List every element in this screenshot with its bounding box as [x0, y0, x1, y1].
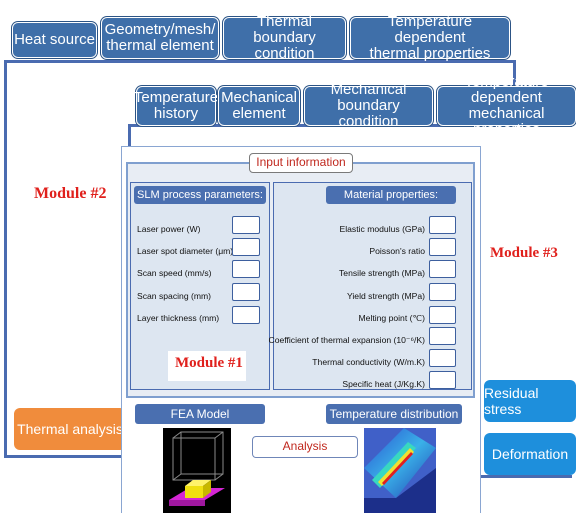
param-yield-strength: Yield strength (MPa) [346, 291, 425, 301]
param-specific-heat: Specific heat (J/Kg.K) [342, 379, 425, 389]
yield-strength-input[interactable] [429, 283, 456, 301]
elastic-modulus-input[interactable] [429, 216, 456, 234]
scan-speed-input[interactable] [232, 260, 260, 278]
analysis-button[interactable]: Analysis [252, 436, 358, 458]
param-elastic-modulus: Elastic modulus (GPa) [339, 224, 426, 234]
tab-thermal-boundary-condition[interactable]: Thermal boundary condition [223, 14, 346, 62]
tab-temperature-dependent-mechanical-properties[interactable]: Temperature dependent mechanical propert… [437, 74, 576, 138]
tab-geometry-mesh-thermal-element[interactable]: Geometry/mesh/ thermal element [101, 17, 219, 59]
module1-label: Module #1 [175, 355, 243, 371]
thermal-analysis-button[interactable]: Thermal analysis [14, 408, 126, 450]
tab-temperature-history[interactable]: Temperature history [134, 86, 218, 126]
param-thermal-conductivity: Thermal conductivity (W/m.K) [312, 357, 425, 367]
param-melting-point: Melting point (℃) [358, 313, 426, 323]
param-thermal-expansion: Coefficient of thermal expansion (10⁻⁶/K… [268, 335, 425, 345]
fea-model-image [163, 428, 231, 513]
laser-spot-diameter-input[interactable] [232, 238, 260, 256]
param-laser-spot-diameter: Laser spot diameter (μm) [137, 246, 234, 256]
melting-point-input[interactable] [429, 306, 456, 324]
material-properties-title: Material properties: [326, 186, 456, 204]
temperature-distribution-image [364, 428, 436, 513]
deformation-button[interactable]: Deformation [484, 433, 576, 475]
module3-label: Module #3 [490, 245, 558, 261]
tab-temperature-dependent-thermal-properties[interactable]: Temperature dependent thermal properties [350, 14, 510, 62]
param-tensile-strength: Tensile strength (MPa) [339, 268, 425, 278]
specific-heat-input[interactable] [429, 371, 456, 389]
param-scan-spacing: Scan spacing (mm) [137, 291, 212, 301]
tensile-strength-input[interactable] [429, 260, 456, 278]
param-laser-power: Laser power (W) [137, 224, 201, 234]
layer-thickness-input[interactable] [232, 306, 260, 324]
module2-label: Module #2 [34, 185, 107, 202]
param-poissons-ratio: Poisson's ratio [369, 246, 425, 256]
tab-mechanical-element[interactable]: Mechanical element [218, 86, 300, 126]
laser-power-input[interactable] [232, 216, 260, 234]
param-scan-speed: Scan speed (mm/s) [137, 268, 212, 278]
residual-stress-button[interactable]: Residual stress [484, 380, 576, 422]
scan-spacing-input[interactable] [232, 283, 260, 301]
poissons-ratio-input[interactable] [429, 238, 456, 256]
temperature-distribution-title[interactable]: Temperature distribution [326, 404, 462, 424]
thermal-conductivity-input[interactable] [429, 349, 456, 367]
module1-label-box [168, 351, 246, 381]
thermal-expansion-input[interactable] [429, 327, 456, 345]
slm-parameters-title: SLM process parameters: [134, 186, 266, 204]
tab-mechanical-boundary-condition[interactable]: Mechanical boundary condition [304, 82, 433, 130]
input-information-title: Input information [249, 153, 353, 173]
param-layer-thickness: Layer thickness (mm) [137, 313, 220, 323]
fea-model-title[interactable]: FEA Model [135, 404, 265, 424]
tab-heat-source[interactable]: Heat source [12, 22, 97, 58]
